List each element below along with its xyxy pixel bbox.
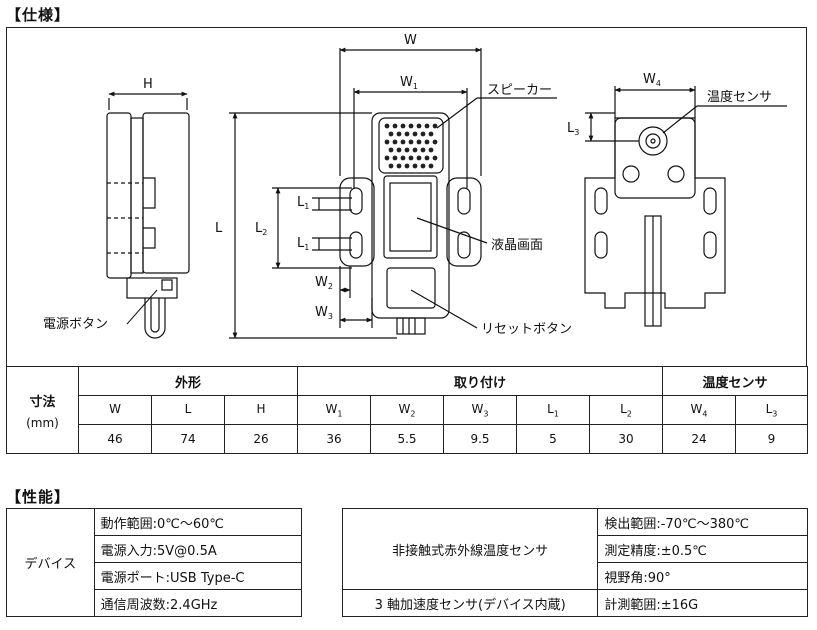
perf-heading: 【性能】 (6, 488, 71, 506)
dim-label-w2: W2 (315, 275, 333, 291)
device-category: デバイス (6, 508, 95, 617)
device-spec-row: 動作範囲:0℃〜60℃ (93, 508, 303, 536)
dims-col-head: W4 (662, 395, 736, 425)
sensor-spec-row: 計測範囲:±16G (597, 589, 808, 617)
dims-col-value: 30 (589, 424, 663, 454)
dims-group-mount: 取り付け (297, 366, 663, 396)
device-spec-row: 電源ポート:USB Type-C (93, 562, 303, 590)
dims-col-head: W3 (443, 395, 517, 425)
dims-group-temp: 温度センサ (662, 366, 808, 396)
dims-col-value: 24 (662, 424, 736, 454)
dim-label-l1-bottom: L1 (297, 236, 309, 252)
device-spec-row: 電源入力:5V@0.5A (93, 535, 303, 563)
dims-col-value: 9.5 (443, 424, 517, 454)
dims-col-head: L2 (589, 395, 663, 425)
accel-sensor-label: 3 軸加速度センサ(デバイス内蔵) (341, 589, 599, 617)
callout-reset: リセットボタン (481, 322, 572, 337)
spec-heading: 【仕様】 (6, 6, 71, 24)
dims-col-head: L3 (735, 395, 808, 425)
dim-label-l3: L3 (567, 121, 579, 137)
dims-col-value: 46 (78, 424, 152, 454)
dim-label-w: W (404, 33, 417, 48)
perf-table-device: デバイス 動作範囲:0℃〜60℃ 電源入力:5V@0.5A 電源ポート:USB … (6, 508, 303, 617)
sensor-spec-row: 視野角:90° (597, 562, 808, 590)
callout-speaker: スピーカー (487, 83, 552, 98)
dims-col-value: 5 (516, 424, 590, 454)
dims-row-label: 寸法(mm) (6, 366, 79, 454)
technical-drawing: W W1 H L L2 L1 L1 W2 W3 W4 L3 スピーカー 液晶画面… (6, 27, 807, 367)
dims-col-value: 5.5 (370, 424, 444, 454)
callout-power: 電源ボタン (43, 317, 108, 332)
dims-col-head: W (78, 395, 152, 425)
dimension-drawing: W W1 H L L2 L1 L1 W2 W3 W4 L3 スピーカー 液晶画面… (43, 33, 787, 339)
dim-label-h: H (143, 77, 153, 92)
callout-temp: 温度センサ (707, 89, 772, 105)
dim-label-l: L (215, 221, 223, 236)
speaker-grille (384, 123, 438, 169)
dims-group-outer: 外形 (78, 366, 298, 396)
front-view (229, 47, 557, 339)
ir-sensor-label: 非接触式赤外線温度センサ (341, 508, 599, 590)
dim-label-w3: W3 (315, 305, 333, 321)
dims-col-value: 9 (735, 424, 808, 454)
side-view (106, 91, 190, 339)
dims-col-value: 36 (297, 424, 371, 454)
sensor-spec-row: 測定精度:±0.5℃ (597, 535, 808, 563)
dims-col-head: L1 (516, 395, 590, 425)
dim-label-l1-top: L1 (297, 195, 309, 211)
dims-col-value: 74 (151, 424, 225, 454)
dim-label-w4: W4 (643, 72, 661, 88)
back-view (584, 86, 787, 327)
dims-col-head: W1 (297, 395, 371, 425)
dims-col-head: L (151, 395, 225, 425)
dim-label-l2: L2 (255, 221, 267, 237)
dims-col-head: W2 (370, 395, 444, 425)
callout-lcd: 液晶画面 (491, 238, 543, 253)
perf-table-sensor: 非接触式赤外線温度センサ 検出範囲:-70℃〜380℃ 測定精度:±0.5℃ 視… (341, 508, 808, 617)
device-spec-row: 通信周波数:2.4GHz (93, 589, 303, 617)
dim-label-w1: W1 (400, 75, 418, 91)
dims-col-value: 26 (224, 424, 298, 454)
dims-col-head: H (224, 395, 298, 425)
sensor-spec-row: 検出範囲:-70℃〜380℃ (597, 508, 808, 536)
